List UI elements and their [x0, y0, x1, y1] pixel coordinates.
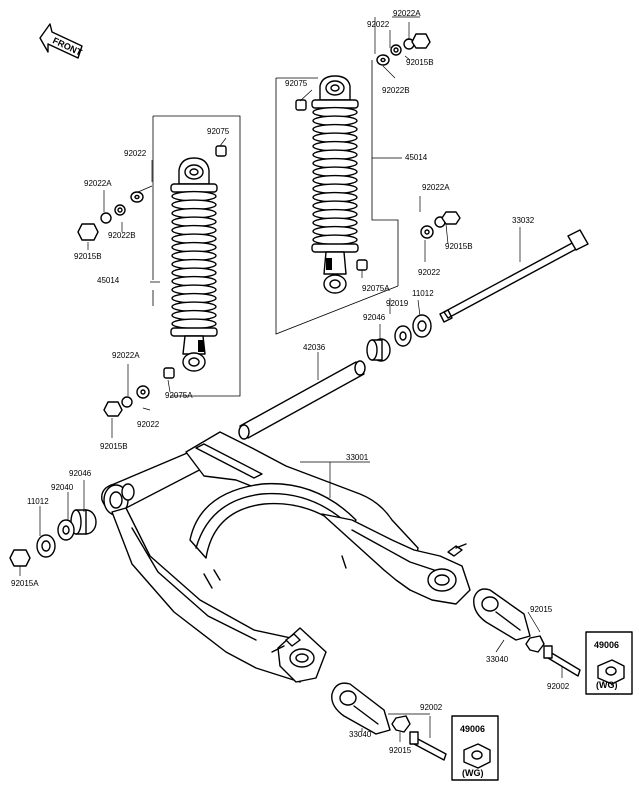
label-wg-bottom: (WG): [462, 768, 484, 778]
right-spacer-stack: [366, 314, 432, 362]
part-labels: 92022A 92022 92015B 92022B 92075 45014 9…: [11, 9, 619, 778]
label-92022-top: 92022: [367, 20, 390, 29]
label-wg-right: (WG): [596, 680, 618, 690]
label-11012-left: 11012: [27, 497, 49, 506]
right-chain-adjuster: [473, 588, 581, 677]
spring-coil: [312, 234, 358, 246]
right-nut-box: [585, 631, 633, 695]
label-92015-right: 92015: [530, 605, 553, 614]
right-shock-absorber: [311, 75, 359, 294]
label-92022-left-bottom: 92022: [137, 420, 160, 429]
label-11012-right: 11012: [412, 289, 434, 298]
label-92022A-top: 92022A: [393, 9, 421, 18]
label-92015-bottom: 92015: [389, 746, 412, 755]
label-92075A-right: 92075A: [362, 284, 390, 293]
left-top-hardware: [77, 145, 227, 241]
label-49006-right: 49006: [594, 640, 619, 650]
label-45014-right: 45014: [405, 153, 428, 162]
right-top-hardware: [295, 33, 431, 271]
label-92022A-left: 92022A: [84, 179, 112, 188]
left-bottom-hardware: [103, 367, 175, 417]
label-92022-right: 92022: [418, 268, 441, 277]
spring-coil: [171, 318, 217, 330]
bottom-nut-box: [451, 715, 499, 781]
left-chain-adjuster: [331, 682, 447, 761]
label-92075-left: 92075: [207, 127, 230, 136]
label-92075-right: 92075: [285, 79, 308, 88]
label-92019: 92019: [386, 299, 409, 308]
label-33032: 33032: [512, 216, 535, 225]
label-92022B-top: 92022B: [382, 86, 410, 95]
front-arrow-icon: FRONT: [39, 23, 84, 59]
swingarm-33001: [101, 431, 471, 683]
label-92002-right: 92002: [547, 682, 570, 691]
label-92040: 92040: [51, 483, 74, 492]
label-92002-bottom: 92002: [420, 703, 443, 712]
label-92015B-right: 92015B: [445, 242, 473, 251]
label-92022A-right: 92022A: [422, 183, 450, 192]
label-45014-left: 45014: [97, 276, 120, 285]
label-92022A-left-bottom: 92022A: [112, 351, 140, 360]
label-92015B-left-bottom: 92015B: [100, 442, 128, 451]
label-92075A-left: 92075A: [165, 391, 193, 400]
label-92015B-top: 92015B: [406, 58, 434, 67]
label-92046-right: 92046: [363, 313, 386, 322]
label-92015A: 92015A: [11, 579, 39, 588]
label-33040-bottom: 33040: [349, 730, 372, 739]
label-92015B-left: 92015B: [74, 252, 102, 261]
label-33001: 33001: [346, 453, 369, 462]
right-mid-hardware: [420, 211, 461, 239]
label-92022-left: 92022: [124, 149, 147, 158]
sleeve-42036: [238, 360, 366, 440]
label-92046-left: 92046: [69, 469, 92, 478]
axle-33032: [439, 229, 589, 323]
label-42036: 42036: [303, 343, 326, 352]
left-pivot-stack: [9, 509, 97, 567]
label-33040-right: 33040: [486, 655, 509, 664]
label-92022B-left: 92022B: [108, 231, 136, 240]
left-shock-absorber: [170, 157, 218, 372]
label-49006-bottom: 49006: [460, 724, 485, 734]
